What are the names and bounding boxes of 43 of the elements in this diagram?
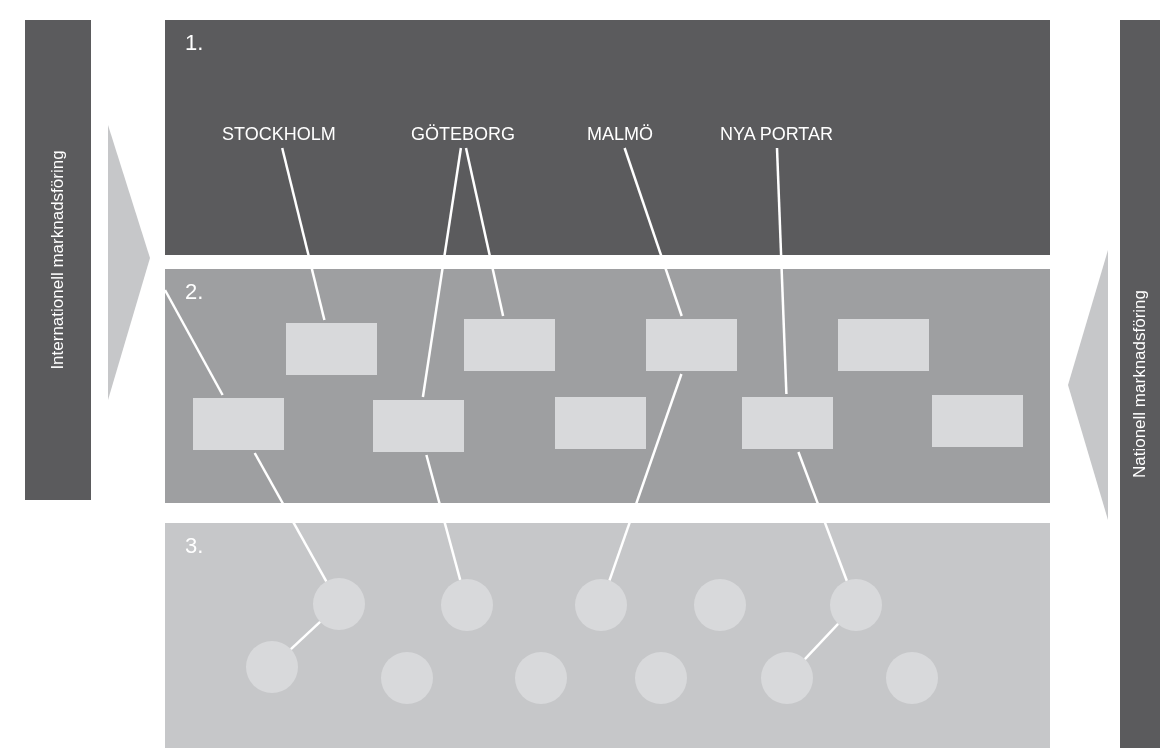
level-panel <box>165 20 1050 255</box>
placeholder-box <box>464 319 555 371</box>
connector-line <box>804 623 839 660</box>
side-label: Internationell marknadsföring <box>48 150 68 370</box>
placeholder-box <box>193 398 284 450</box>
connector-line <box>163 289 224 396</box>
placeholder-box <box>286 323 377 375</box>
city-label: NYA PORTAR <box>720 124 834 145</box>
connector-line <box>464 147 505 317</box>
placeholder-circle <box>575 579 627 631</box>
placeholder-box <box>932 395 1023 447</box>
level-panel <box>165 269 1050 503</box>
city-label: STOCKHOLM <box>222 124 336 145</box>
placeholder-box <box>838 319 929 371</box>
connector-line <box>253 452 328 582</box>
chevron-arrow <box>108 125 150 400</box>
connector-line <box>421 147 463 398</box>
level-number: 1. <box>185 30 204 56</box>
city-label: GÖTEBORG <box>411 124 515 145</box>
placeholder-circle <box>830 579 882 631</box>
placeholder-circle <box>313 578 365 630</box>
side-label: Nationell marknadsföring <box>1130 290 1150 478</box>
placeholder-circle <box>246 641 298 693</box>
city-label: MALMÖ <box>587 124 653 145</box>
placeholder-box <box>555 397 646 449</box>
placeholder-box <box>742 397 833 449</box>
connector-line <box>608 373 683 581</box>
side-bar <box>1120 20 1160 748</box>
connector-line <box>290 620 321 651</box>
connector-line <box>797 451 848 582</box>
side-bar <box>25 20 91 500</box>
connector-line <box>623 147 683 317</box>
placeholder-box <box>646 319 737 371</box>
level-number: 3. <box>185 533 204 559</box>
connector-line <box>281 147 326 321</box>
chevron-arrow <box>1068 250 1108 520</box>
connector-line <box>775 147 788 395</box>
placeholder-circle <box>441 579 493 631</box>
connector-line <box>425 454 462 581</box>
level-panel <box>165 523 1050 748</box>
level-number: 2. <box>185 279 204 305</box>
placeholder-box <box>373 400 464 452</box>
placeholder-circle <box>761 652 813 704</box>
